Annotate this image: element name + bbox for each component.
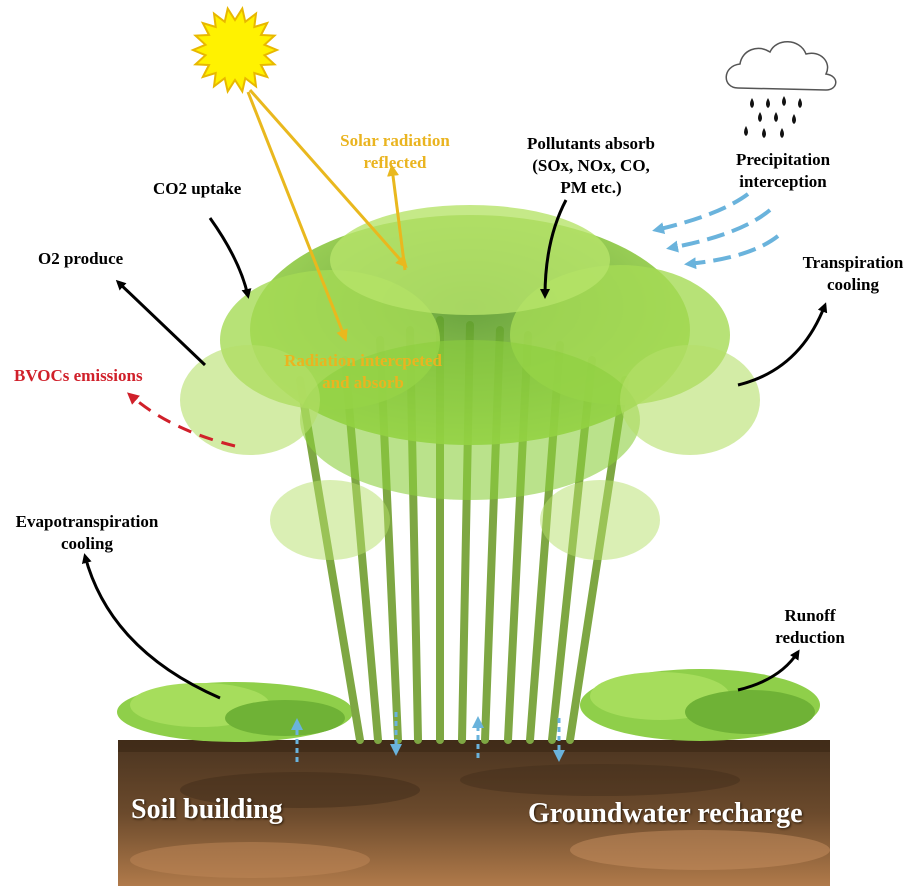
runoff-reduction-label: Runoff reduction — [775, 606, 845, 647]
grass-left — [117, 682, 353, 742]
radiation-intercepted-label: Radiation intercpeted and absorb — [284, 351, 442, 392]
pollutants-absorb-label: Pollutants absorb (SOx, NOx, CO, PM etc.… — [527, 134, 655, 197]
co2-uptake-arrow — [208, 217, 252, 299]
bamboo-canopy — [180, 205, 760, 560]
rain-cloud-icon — [725, 41, 837, 138]
evapotranspiration-arrow — [81, 553, 221, 700]
sun-icon — [190, 6, 280, 94]
co2-uptake-label: CO2 uptake — [153, 179, 242, 198]
bvocs-arrow — [126, 392, 236, 448]
precipitation-interception-label: Precipitation interception — [735, 150, 831, 191]
solar-radiation-reflected-label: Solar radiation reflected — [340, 131, 450, 172]
soil-water-arrows — [291, 712, 565, 762]
solar-arrows — [246, 89, 408, 342]
solar-intercepted-arrow — [246, 91, 348, 342]
evapotranspiration-cooling-label: Evapotranspiration cooling — [15, 512, 159, 553]
pollutants-arrow — [540, 199, 568, 299]
runoff-arrow — [737, 649, 800, 692]
bvocs-emissions-label: BVOCs emissions — [14, 366, 143, 385]
o2-produce-arrow — [115, 279, 207, 367]
solar-incoming-arrow — [248, 89, 408, 268]
groundwater-recharge-label: Groundwater recharge — [528, 798, 803, 829]
transpiration-cooling-label: Transpiration cooling — [802, 253, 904, 294]
soil-building-label: Soil building — [131, 794, 283, 825]
precipitation-arrows — [652, 192, 780, 270]
grass-right — [580, 669, 820, 741]
transpiration-arrow — [737, 302, 828, 387]
soil-layer — [118, 740, 830, 886]
solar-reflected-arrow — [387, 164, 407, 271]
o2-produce-label: O2 produce — [38, 249, 124, 268]
